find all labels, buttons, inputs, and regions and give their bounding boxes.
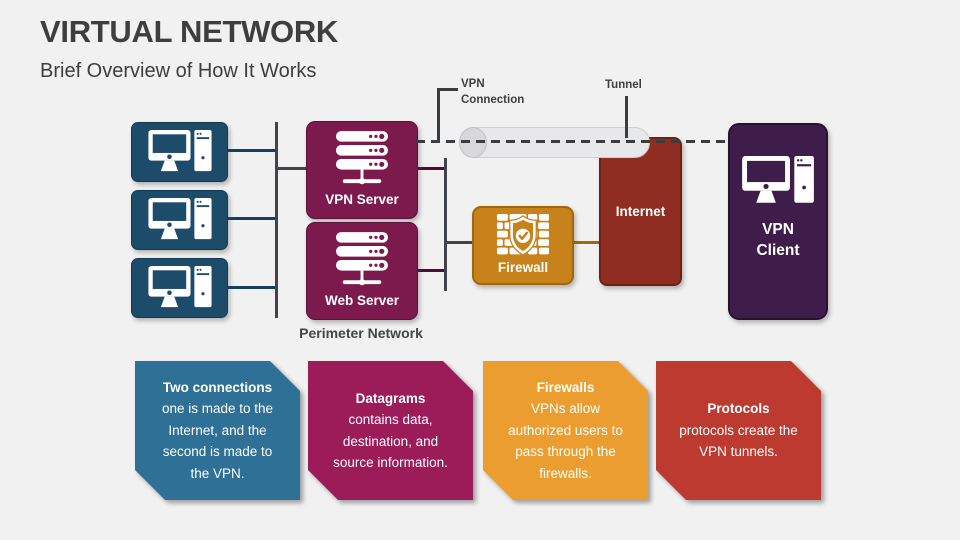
connector-firewall-to-internet xyxy=(570,241,600,244)
connector-web-server-out xyxy=(416,269,445,272)
workstation-node-2 xyxy=(131,190,228,250)
vpn-connection-dashed-line xyxy=(416,140,730,143)
workstation-node-3 xyxy=(131,258,228,318)
callout-two-connections: Two connections one is made to the Inter… xyxy=(135,361,300,500)
server-stack-icon xyxy=(336,131,388,185)
connector-workstation-3 xyxy=(226,286,276,289)
connector-workstation-1 xyxy=(226,149,276,152)
callout-datagrams: Datagrams contains data, destination, an… xyxy=(308,361,473,500)
firewall-label: Firewall xyxy=(497,260,549,276)
vpn-client-node: VPN Client xyxy=(728,123,828,320)
connector-to-firewall xyxy=(446,241,474,244)
web-server-node: Web Server xyxy=(306,222,418,320)
connector-workstation-2 xyxy=(226,217,276,220)
desktop-computer-icon xyxy=(147,198,212,240)
tunnel-callout-line xyxy=(625,96,628,138)
callout-protocols: Protocols protocols create the VPN tunne… xyxy=(656,361,821,500)
callout-shape: Two connections one is made to the Inter… xyxy=(135,361,300,500)
desktop-computer-icon xyxy=(147,266,212,308)
workstation-node-1 xyxy=(131,122,228,182)
vpn-client-label: VPN Client xyxy=(756,220,800,259)
firewall-shield-icon xyxy=(496,214,550,256)
callout-shape: Protocols protocols create the VPN tunne… xyxy=(656,361,821,500)
desktop-computer-icon xyxy=(742,155,814,203)
desktop-computer-icon xyxy=(147,130,212,172)
vpn-connection-callout-line-v xyxy=(437,88,440,142)
callout-body: protocols create the VPN tunnels. xyxy=(679,422,798,460)
connector-lan-bus xyxy=(275,122,278,318)
vpn-server-label: VPN Server xyxy=(325,192,399,208)
perimeter-network-label: Perimeter Network xyxy=(299,325,423,341)
page-subtitle: Brief Overview of How It Works xyxy=(40,60,317,82)
callout-body: one is made to the Internet, and the sec… xyxy=(161,401,274,481)
callout-title: Two connections xyxy=(162,379,273,395)
connector-lan-to-vpn-server xyxy=(275,167,308,170)
internet-node: Internet xyxy=(599,137,682,286)
connector-vpn-server-out xyxy=(416,167,445,170)
firewall-node: Firewall xyxy=(472,206,574,285)
internet-label: Internet xyxy=(615,203,666,219)
connector-dmz-bus xyxy=(444,158,447,291)
callout-title: Datagrams xyxy=(355,390,426,406)
web-server-label: Web Server xyxy=(324,293,400,309)
server-stack-icon xyxy=(336,232,388,286)
callout-shape: Datagrams contains data, destination, an… xyxy=(308,361,473,500)
vpn-connection-callout-line-h xyxy=(437,88,458,91)
vpn-server-node: VPN Server xyxy=(306,121,418,219)
callout-title: Firewalls xyxy=(536,379,595,395)
callout-body: VPNs allow authorized users to pass thro… xyxy=(508,401,623,481)
callout-shape: Firewalls VPNs allow authorized users to… xyxy=(483,361,648,500)
callout-title: Protocols xyxy=(707,401,770,417)
callout-body: contains data, destination, and source i… xyxy=(333,412,448,470)
page-title: VIRTUAL NETWORK xyxy=(40,14,339,49)
tunnel-label: Tunnel xyxy=(605,79,642,91)
vpn-connection-label: VPN Connection xyxy=(461,78,525,106)
callout-firewalls: Firewalls VPNs allow authorized users to… xyxy=(483,361,648,500)
